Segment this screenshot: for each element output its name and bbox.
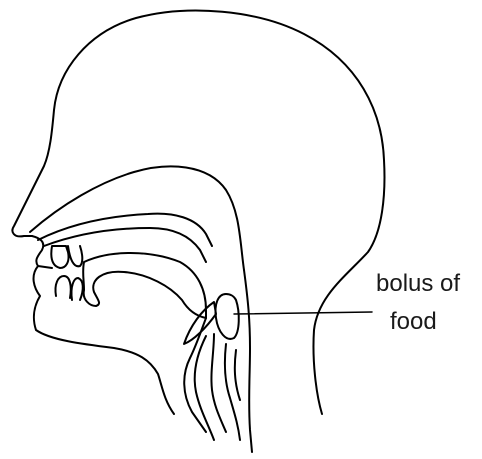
- label-leader-line: [234, 312, 372, 314]
- bolus-of-food: [215, 294, 238, 339]
- oesophagus: [225, 344, 240, 440]
- pharynx-back-wall: [244, 270, 252, 452]
- lower-teeth: [55, 276, 82, 300]
- upper-lip: [32, 236, 52, 268]
- bolus-label-line1: bolus of: [376, 270, 460, 297]
- bolus-label-line2: food: [390, 308, 437, 335]
- tongue: [83, 253, 206, 318]
- nasal-cavity-outline: [30, 166, 244, 270]
- upper-teeth: [51, 246, 82, 268]
